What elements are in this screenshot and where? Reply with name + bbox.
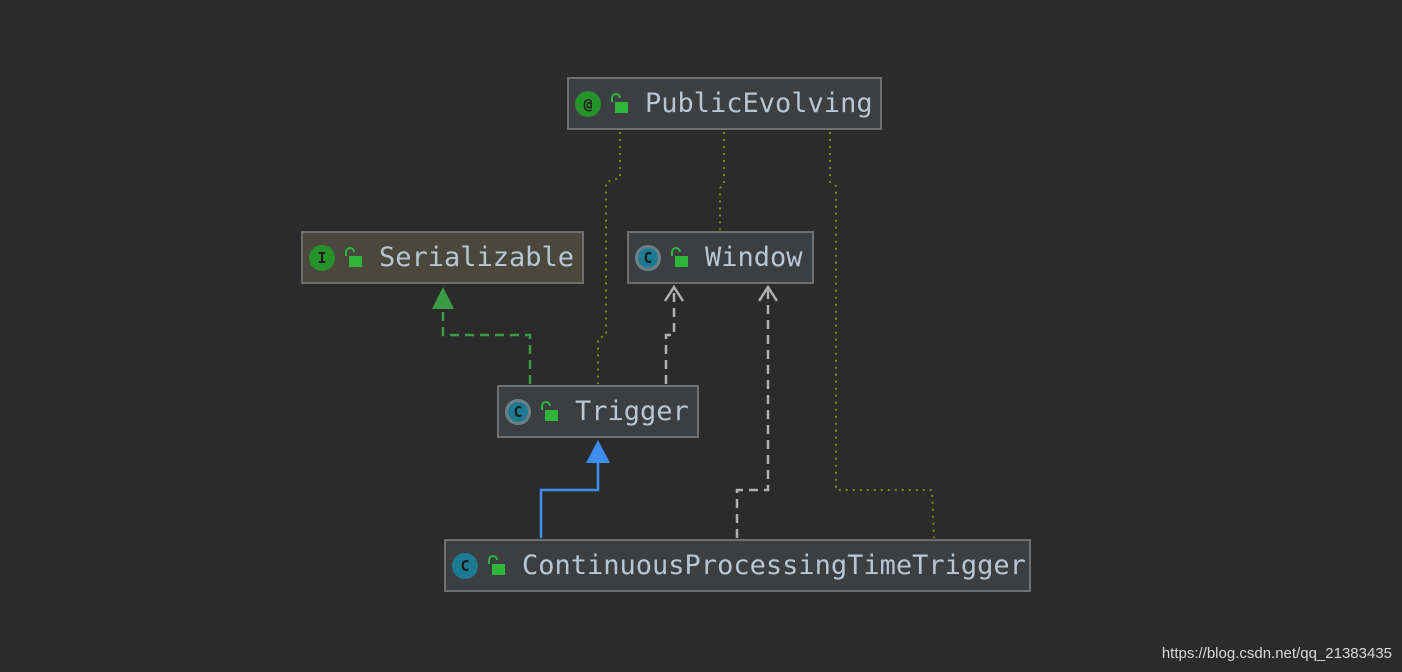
annotation-icon: @ — [575, 90, 601, 117]
public-lock-icon — [541, 400, 558, 421]
class-icon: C — [452, 552, 478, 579]
node-label: Trigger — [575, 396, 689, 427]
public-lock-icon — [488, 554, 505, 575]
edge-public-evolving-to-trigger — [597, 132, 621, 384]
node-label: Window — [705, 242, 803, 273]
edge-trigger-implements-serializable — [441, 306, 532, 384]
arrowhead-window-from-trigger — [663, 284, 685, 302]
abstract-class-icon: C — [505, 398, 531, 425]
edge-cptt-extends-trigger — [539, 462, 600, 538]
edge-public-evolving-to-cptt — [829, 132, 935, 539]
edge-public-evolving-to-window — [719, 132, 725, 230]
node-label: PublicEvolving — [645, 88, 873, 119]
public-lock-icon — [671, 246, 688, 267]
arrowhead-trigger — [586, 440, 610, 463]
node-label: ContinuousProcessingTimeTrigger — [522, 550, 1026, 581]
public-lock-icon — [611, 92, 628, 113]
edge-cptt-uses-window — [735, 288, 770, 538]
node-public-evolving[interactable]: @ PublicEvolving — [567, 77, 882, 130]
node-trigger[interactable]: C Trigger — [497, 385, 699, 438]
public-lock-icon — [345, 246, 362, 267]
interface-icon: I — [309, 244, 335, 271]
edge-trigger-uses-window — [664, 288, 676, 384]
abstract-class-icon: C — [635, 244, 661, 271]
node-continuous-processing-time-trigger[interactable]: C ContinuousProcessingTimeTrigger — [444, 539, 1031, 592]
arrowhead-window-from-cptt — [757, 284, 779, 302]
watermark-text: https://blog.csdn.net/qq_21383435 — [1161, 645, 1392, 662]
node-serializable[interactable]: I Serializable — [301, 231, 584, 284]
node-window[interactable]: C Window — [627, 231, 814, 284]
node-label: Serializable — [379, 242, 575, 273]
arrowhead-serializable — [432, 287, 454, 309]
